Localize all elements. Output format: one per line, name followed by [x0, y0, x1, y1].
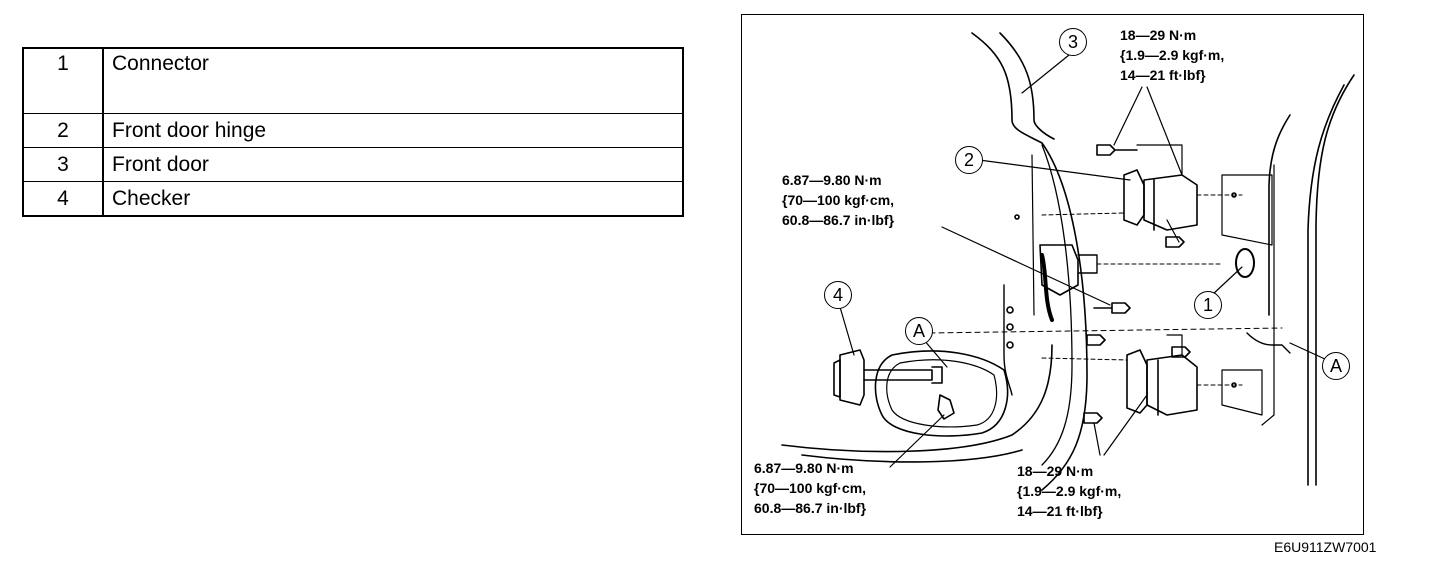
reference-line-a: [929, 327, 1283, 334]
door-frame-outer: [971, 32, 1088, 491]
torque-connector-bracket: 6.87—9.80 N·m {70—100 kgf·cm, 60.8—86.7 …: [782, 172, 895, 228]
lower-mount-plate: [1221, 369, 1263, 416]
upper-hinge-door-leaf: [1123, 169, 1145, 226]
callout-4-leader: [839, 306, 855, 356]
torque-lower-hinge: 18—29 N·m {1.9—2.9 kgf·m, 14—21 ft·lbf}: [1017, 463, 1122, 519]
checker-housing: [839, 349, 865, 406]
callout-3-leader: [1021, 54, 1070, 94]
upper-bolt-top: [1096, 144, 1138, 156]
door-hole: [1006, 341, 1014, 349]
part-number: 4: [22, 181, 104, 217]
door-lower-curve-2: [801, 449, 1023, 463]
table-row: 3 Front door: [22, 147, 684, 182]
lower-hinge-door-leaf: [1126, 349, 1148, 414]
checker-link: [931, 366, 943, 384]
callout-2-leader: [978, 159, 1131, 181]
door-hole: [1006, 306, 1014, 314]
door-hole: [1006, 323, 1014, 331]
door-edge: [1041, 144, 1073, 466]
torque-upper-hinge: 18—29 N·m {1.9—2.9 kgf·m, 14—21 ft·lbf}: [1120, 27, 1225, 83]
lower-hinge-dashed: [1041, 357, 1243, 386]
checker-cutout-inner: [886, 359, 998, 428]
lower-hinge-body-leaf: [1146, 354, 1198, 416]
body-pillar-edge: [1268, 114, 1291, 316]
part-name: Checker: [102, 181, 684, 217]
callout-a-right: A: [1322, 352, 1350, 380]
callout-1: 1: [1194, 291, 1222, 319]
part-number: 3: [22, 147, 104, 182]
body-panel-lower: [1246, 332, 1291, 354]
torque-checker-leader: [889, 414, 945, 468]
connector-bolt: [1093, 302, 1131, 314]
parts-table: 1 Connector 2 Front door hinge 3 Front d…: [22, 47, 684, 217]
callout-3: 3: [1059, 28, 1087, 56]
upper-hinge-bracket: [1136, 144, 1183, 176]
upper-mount-plate: [1221, 174, 1273, 246]
callout-2: 2: [955, 146, 983, 174]
part-name: Front door: [102, 147, 684, 182]
callout-a-right-leader: [1289, 342, 1328, 361]
table-row: 4 Checker: [22, 181, 684, 217]
door-hinge-face-2: [1031, 154, 1035, 316]
callout-1-leader: [1211, 266, 1243, 296]
body-pillar-inner: [1307, 84, 1345, 486]
callout-4: 4: [824, 281, 852, 309]
door-hole: [1231, 192, 1237, 198]
checker-arm: [863, 369, 933, 381]
lower-hinge-bracket: [1166, 334, 1183, 356]
upper-hinge-dashed: [1041, 194, 1243, 216]
torque-lower-leader: [1093, 394, 1148, 456]
part-name: Connector: [102, 47, 684, 114]
part-number: 2: [22, 113, 104, 148]
door-hinge-face: [1003, 284, 1013, 396]
torque-checker: 6.87—9.80 N·m {70—100 kgf·cm, 60.8—86.7 …: [754, 460, 867, 516]
torque-connector-leader: [941, 226, 1111, 306]
door-hole: [1231, 382, 1237, 388]
connector-body: [1039, 244, 1079, 296]
body-pillar-outline: [1315, 74, 1355, 486]
part-number: 1: [22, 47, 104, 114]
lower-bolt-bottom: [1083, 412, 1103, 424]
checker-bolt: [937, 394, 955, 420]
checker-housing-face: [833, 359, 841, 398]
lower-bolt-top: [1171, 346, 1191, 358]
door-lower-curve: [781, 344, 1053, 453]
table-row: 2 Front door hinge: [22, 113, 684, 148]
figure-code: E6U911ZW7001: [1274, 539, 1377, 555]
door-hole: [1014, 214, 1020, 220]
door-frame-inner: [999, 32, 1055, 140]
door-side-bolt: [1086, 334, 1106, 346]
torque-upper-leader: [1113, 86, 1183, 176]
door-drawing: [781, 32, 1355, 491]
part-name: Front door hinge: [102, 113, 684, 148]
checker-cutout: [874, 350, 1009, 437]
upper-bolt-leader: [1166, 219, 1180, 243]
callout-a-left: A: [905, 317, 933, 345]
door-assembly-diagram: 3 2 1 4 A A 18—29 N·m {1.9—2.9 kgf·m, 14…: [741, 14, 1364, 535]
upper-hinge-body-leaf: [1143, 174, 1198, 231]
body-panel-line: [1261, 164, 1275, 426]
table-row: 1 Connector: [22, 47, 684, 114]
upper-bolt-bottom: [1165, 236, 1185, 248]
body-grommet: [1235, 248, 1255, 278]
